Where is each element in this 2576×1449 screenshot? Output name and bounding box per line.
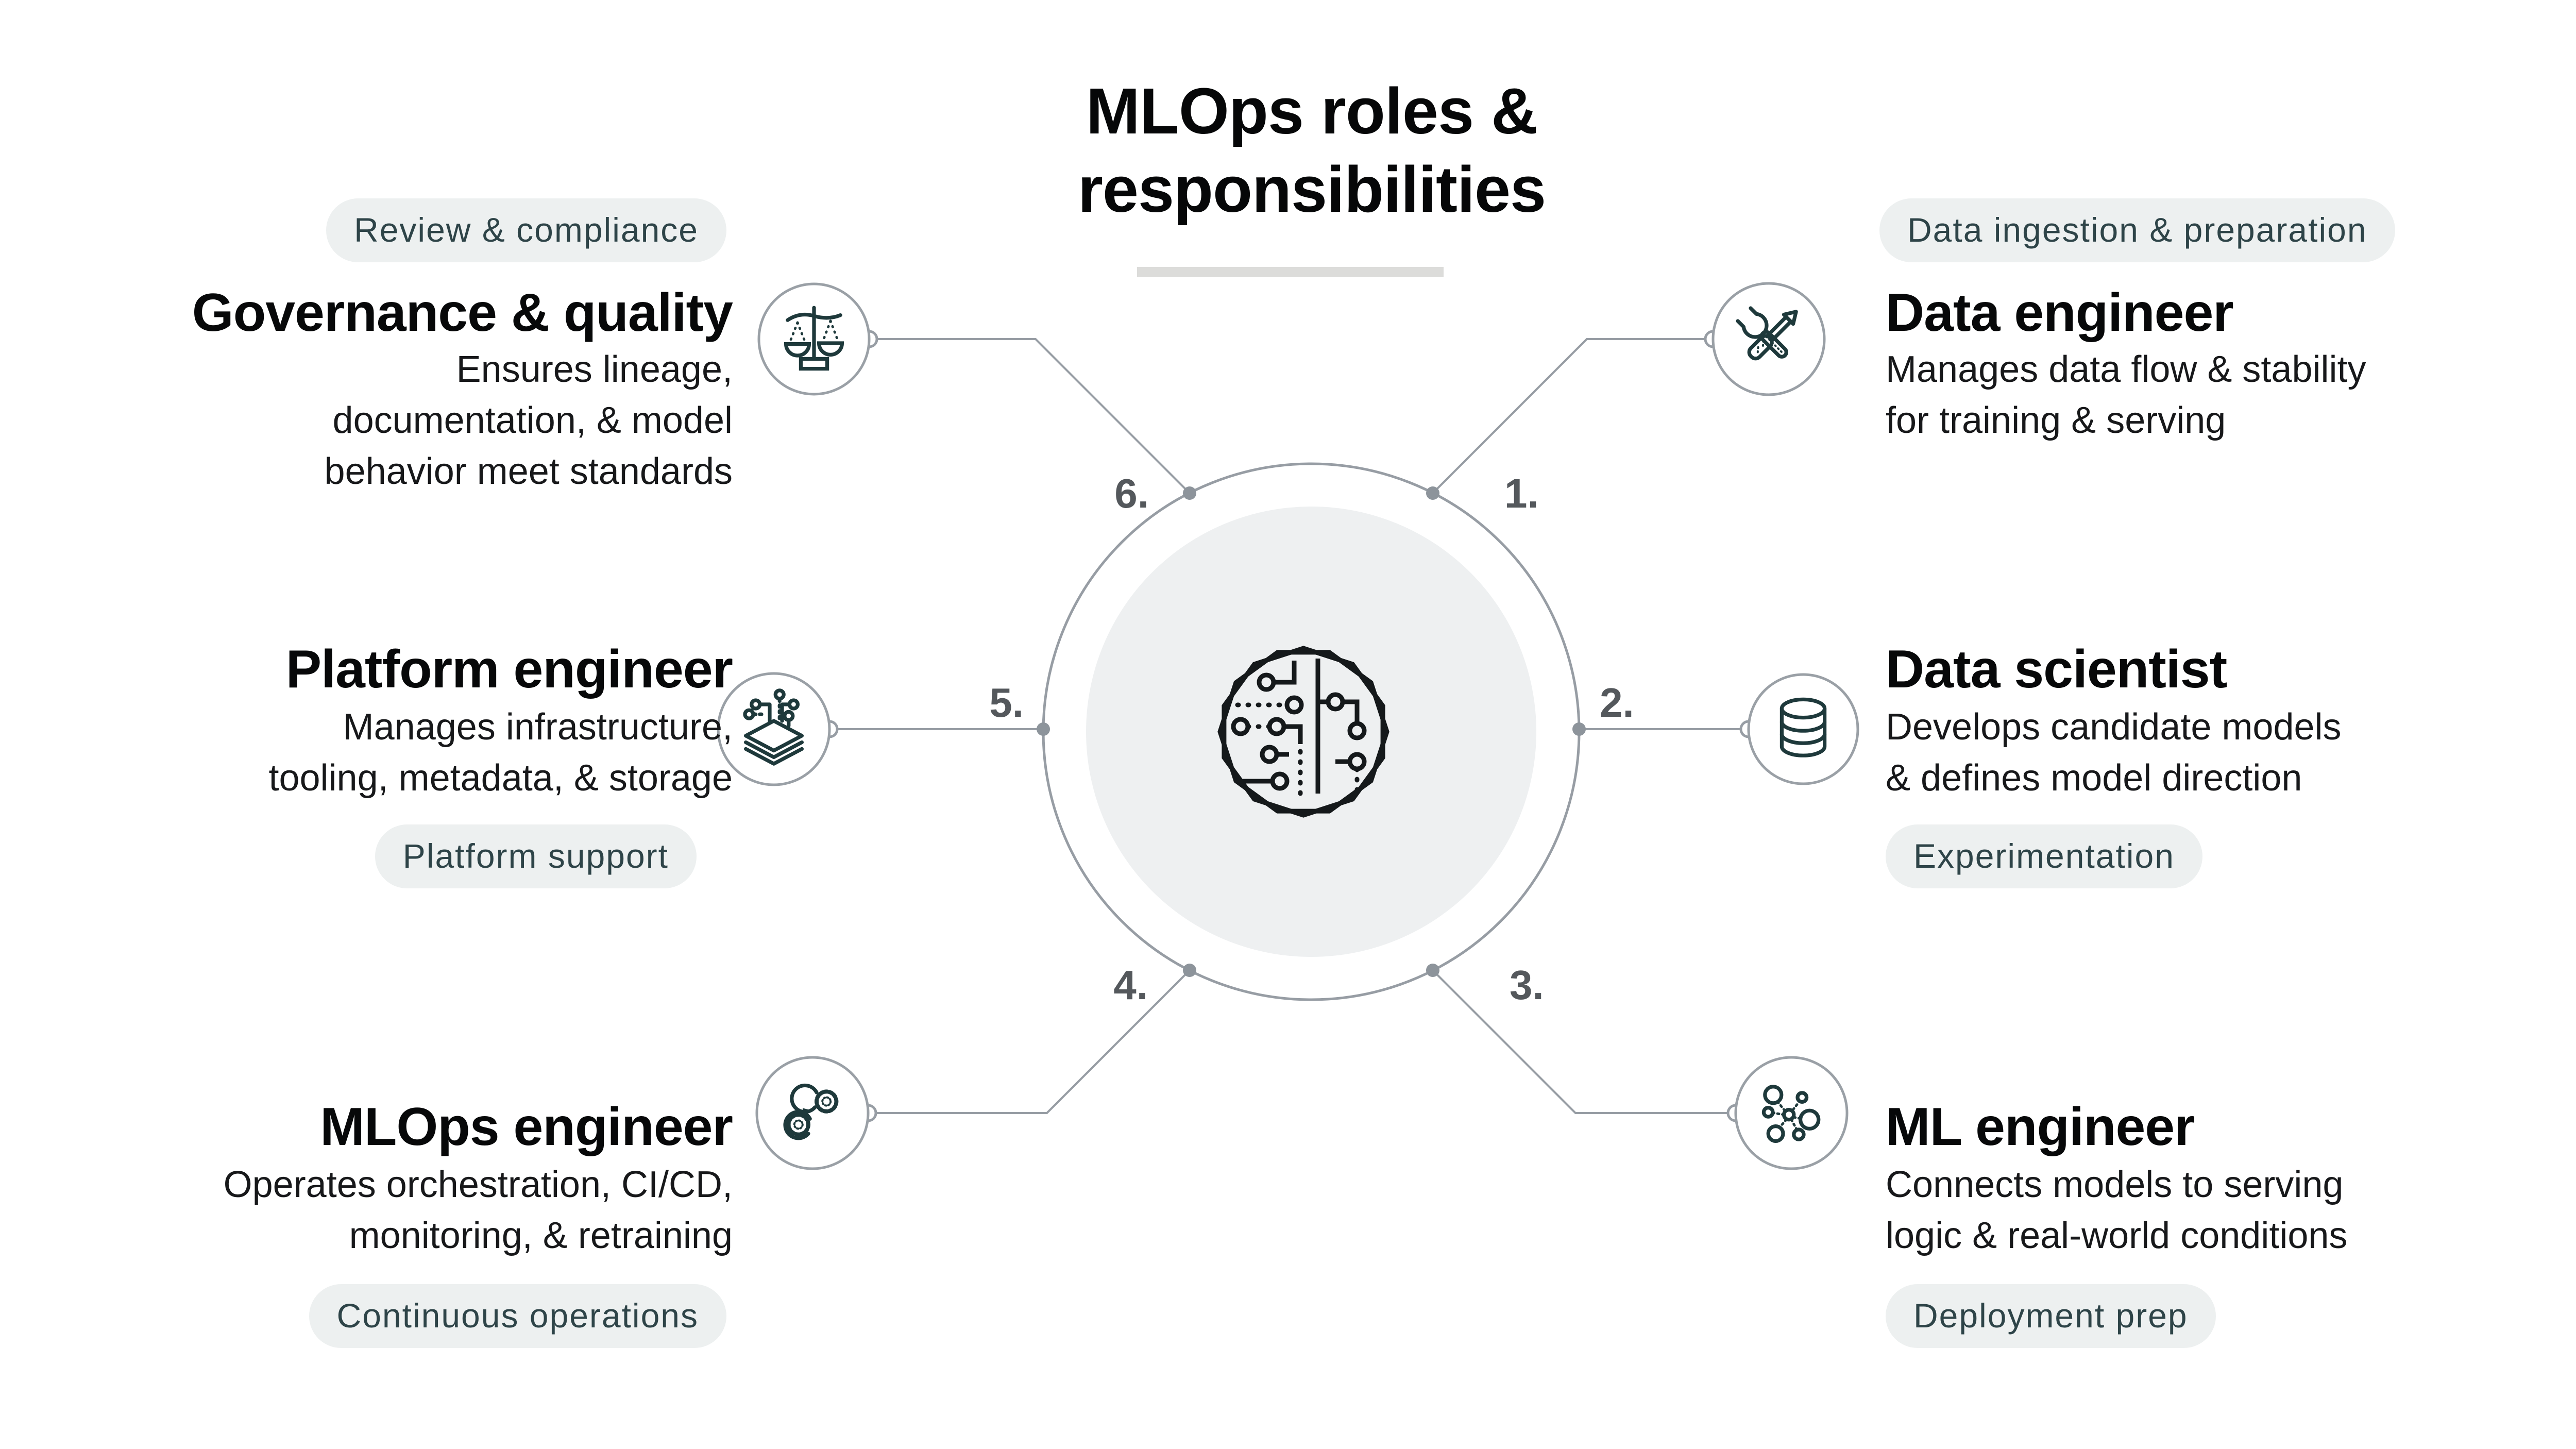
step-number-5: 5. bbox=[989, 680, 1024, 726]
governance-pill: Review & compliance bbox=[326, 198, 726, 262]
governance-role-title: Governance & quality bbox=[192, 283, 733, 343]
ml-engineer-pill: Deployment prep bbox=[1886, 1284, 2216, 1348]
platform-role-desc: Manages infrastructure, tooling, metadat… bbox=[268, 706, 733, 799]
platform-pill: Platform support bbox=[375, 824, 697, 888]
layers-circuit-icon bbox=[743, 688, 804, 766]
governance-role-desc: Ensures lineage, documentation, & model … bbox=[324, 349, 733, 492]
wrench-screwdriver-icon bbox=[1736, 306, 1798, 361]
ml-engineer-icon-circle bbox=[1734, 1056, 1849, 1170]
step-number-4: 4. bbox=[1113, 962, 1148, 1008]
step-number-3: 3. bbox=[1510, 962, 1544, 1008]
connector-1 bbox=[1432, 338, 1713, 494]
connector-3 bbox=[1432, 969, 1736, 1114]
page-title-line1: MLOps roles & bbox=[1086, 75, 1538, 147]
ring-dots bbox=[1037, 486, 1586, 977]
step-number-2: 2. bbox=[1600, 680, 1634, 726]
data-scientist-role-desc: Develops candidate models & defines mode… bbox=[1886, 706, 2342, 799]
hub-inner-circle bbox=[1086, 507, 1536, 957]
data-engineer-role-title: Data engineer bbox=[1886, 283, 2234, 343]
data-engineer-pill: Data ingestion & preparation bbox=[1879, 198, 2395, 262]
database-icon bbox=[1780, 697, 1827, 757]
mlops-pill: Continuous operations bbox=[309, 1284, 726, 1348]
step-number-6: 6. bbox=[1114, 470, 1149, 516]
mlops-icon-circle bbox=[755, 1056, 870, 1170]
circuit-brain-icon bbox=[1217, 646, 1389, 818]
connector-6 bbox=[869, 338, 1191, 494]
data-scientist-role-title: Data scientist bbox=[1886, 639, 2227, 699]
network-nodes-icon bbox=[1761, 1085, 1821, 1143]
step-number-1: 1. bbox=[1504, 470, 1539, 516]
platform-icon-circle bbox=[717, 672, 831, 786]
title-underline-decoration bbox=[1137, 267, 1444, 277]
mlops-role-desc: Operates orchestration, CI/CD, monitorin… bbox=[223, 1164, 733, 1256]
balance-scale-icon bbox=[784, 306, 844, 371]
connector-lines bbox=[829, 338, 1749, 1114]
ml-engineer-role-desc: Connects models to serving logic & real-… bbox=[1886, 1164, 2348, 1256]
data-engineer-role-desc: Manages data flow & stability for traini… bbox=[1886, 349, 2366, 441]
page-title-line2: responsibilities bbox=[1077, 153, 1546, 226]
ml-engineer-role-title: ML engineer bbox=[1886, 1097, 2195, 1157]
mlops-role-title: MLOps engineer bbox=[320, 1097, 733, 1157]
data-scientist-pill: Experimentation bbox=[1886, 824, 2202, 888]
connector-4 bbox=[868, 969, 1191, 1114]
loop-gears-icon bbox=[783, 1083, 839, 1140]
page-title: MLOps roles & responsibilities bbox=[796, 72, 1827, 229]
platform-role-title: Platform engineer bbox=[285, 639, 733, 699]
